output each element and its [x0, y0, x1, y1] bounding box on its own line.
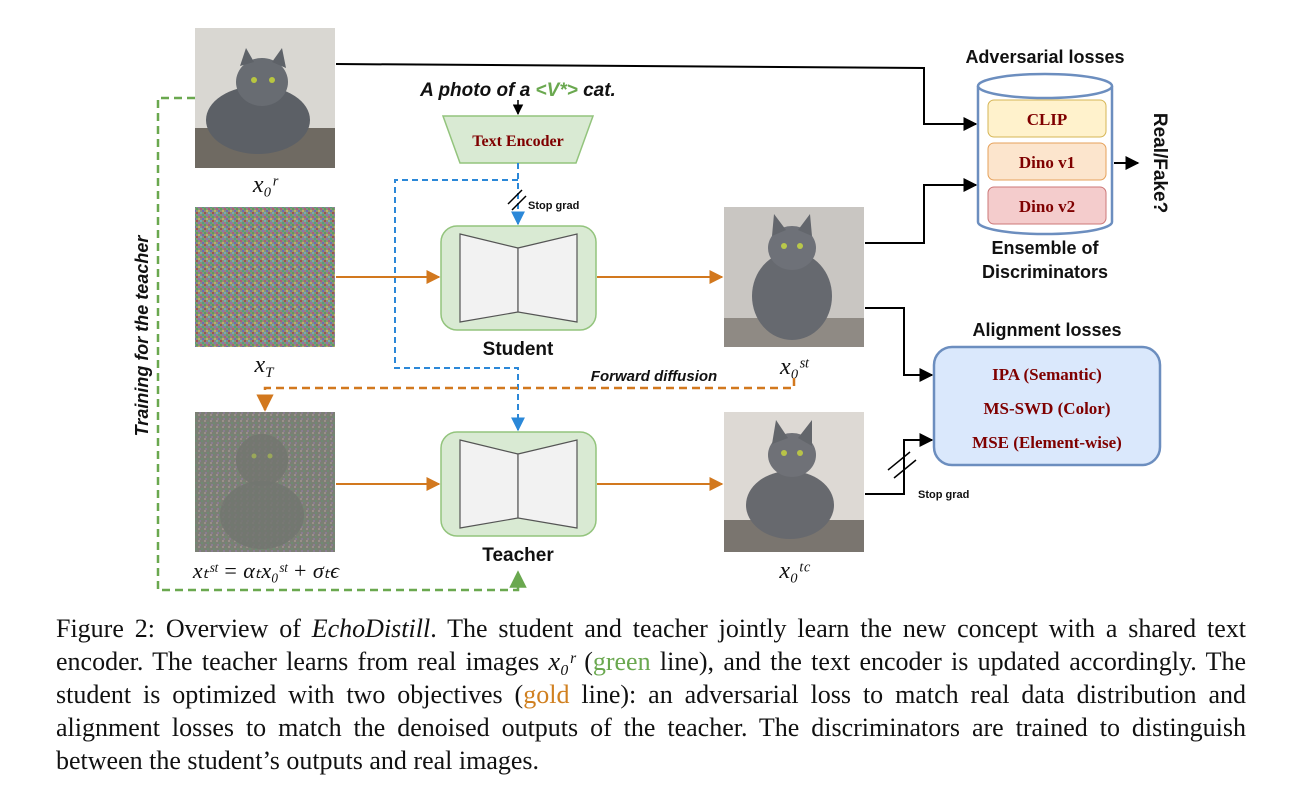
- prompt-text: A photo of a <V*> cat.: [419, 80, 616, 101]
- teacher-model: [440, 431, 597, 537]
- text-encoder-block: Text Encoder: [441, 115, 595, 164]
- label-x0tc: x₀ᵗᶜ: [778, 558, 810, 584]
- alignment-losses-box: IPA (Semantic) MS-SWD (Color) MSE (Eleme…: [932, 345, 1162, 467]
- label-xtst: xₜˢᵗ = αₜx₀ˢᵗ + σₜϵ: [192, 558, 340, 583]
- forward-diffusion-label: Forward diffusion: [591, 368, 717, 385]
- stop-grad-top-label: Stop grad: [528, 200, 579, 212]
- label-x0r: x₀ʳ: [252, 172, 279, 198]
- teacher-output-image: [724, 412, 864, 552]
- overview-diagram: x₀ʳ xT x₀ˢᵗ xₜˢᵗ = αₜx₀ˢᵗ + σₜϵ x₀ᵗᶜ A p…: [132, 28, 1170, 592]
- real-cat-image: [195, 28, 335, 168]
- svg-text:Dino v1: Dino v1: [1019, 153, 1075, 172]
- ensemble-label-2: Discriminators: [982, 262, 1108, 282]
- alignment-mse: MSE (Element-wise): [972, 433, 1122, 452]
- ensemble-label: Ensemble of: [991, 238, 1099, 258]
- alignment-ipa: IPA (Semantic): [992, 365, 1102, 384]
- teacher-label: Teacher: [482, 545, 554, 566]
- adversarial-title: Adversarial losses: [965, 47, 1124, 67]
- label-x0st: x₀ˢᵗ: [779, 354, 810, 380]
- alignment-title: Alignment losses: [972, 320, 1121, 340]
- svg-text:Dino v2: Dino v2: [1019, 197, 1075, 216]
- discriminator-dino-v1: Dino v1: [987, 142, 1107, 181]
- student-output-image: [724, 207, 864, 347]
- label-xT: xT: [254, 352, 276, 381]
- svg-text:CLIP: CLIP: [1027, 110, 1068, 129]
- noise-image: [195, 207, 335, 347]
- discriminator-clip: CLIP: [987, 99, 1107, 138]
- discriminator-dino-v2: Dino v2: [987, 186, 1107, 225]
- figure-caption: Figure 2: Overview of EchoDistill. The s…: [56, 614, 1246, 775]
- real-fake-label: Real/Fake?: [1149, 113, 1170, 213]
- stop-grad-bottom-label: Stop grad: [918, 489, 969, 501]
- training-teacher-label: Training for the teacher: [132, 235, 152, 437]
- alignment-ms-swd: MS-SWD (Color): [983, 399, 1110, 418]
- svg-text:Text Encoder: Text Encoder: [472, 133, 563, 150]
- student-model: [440, 225, 597, 331]
- noisy-cat-image: [195, 412, 335, 552]
- student-label: Student: [483, 339, 554, 360]
